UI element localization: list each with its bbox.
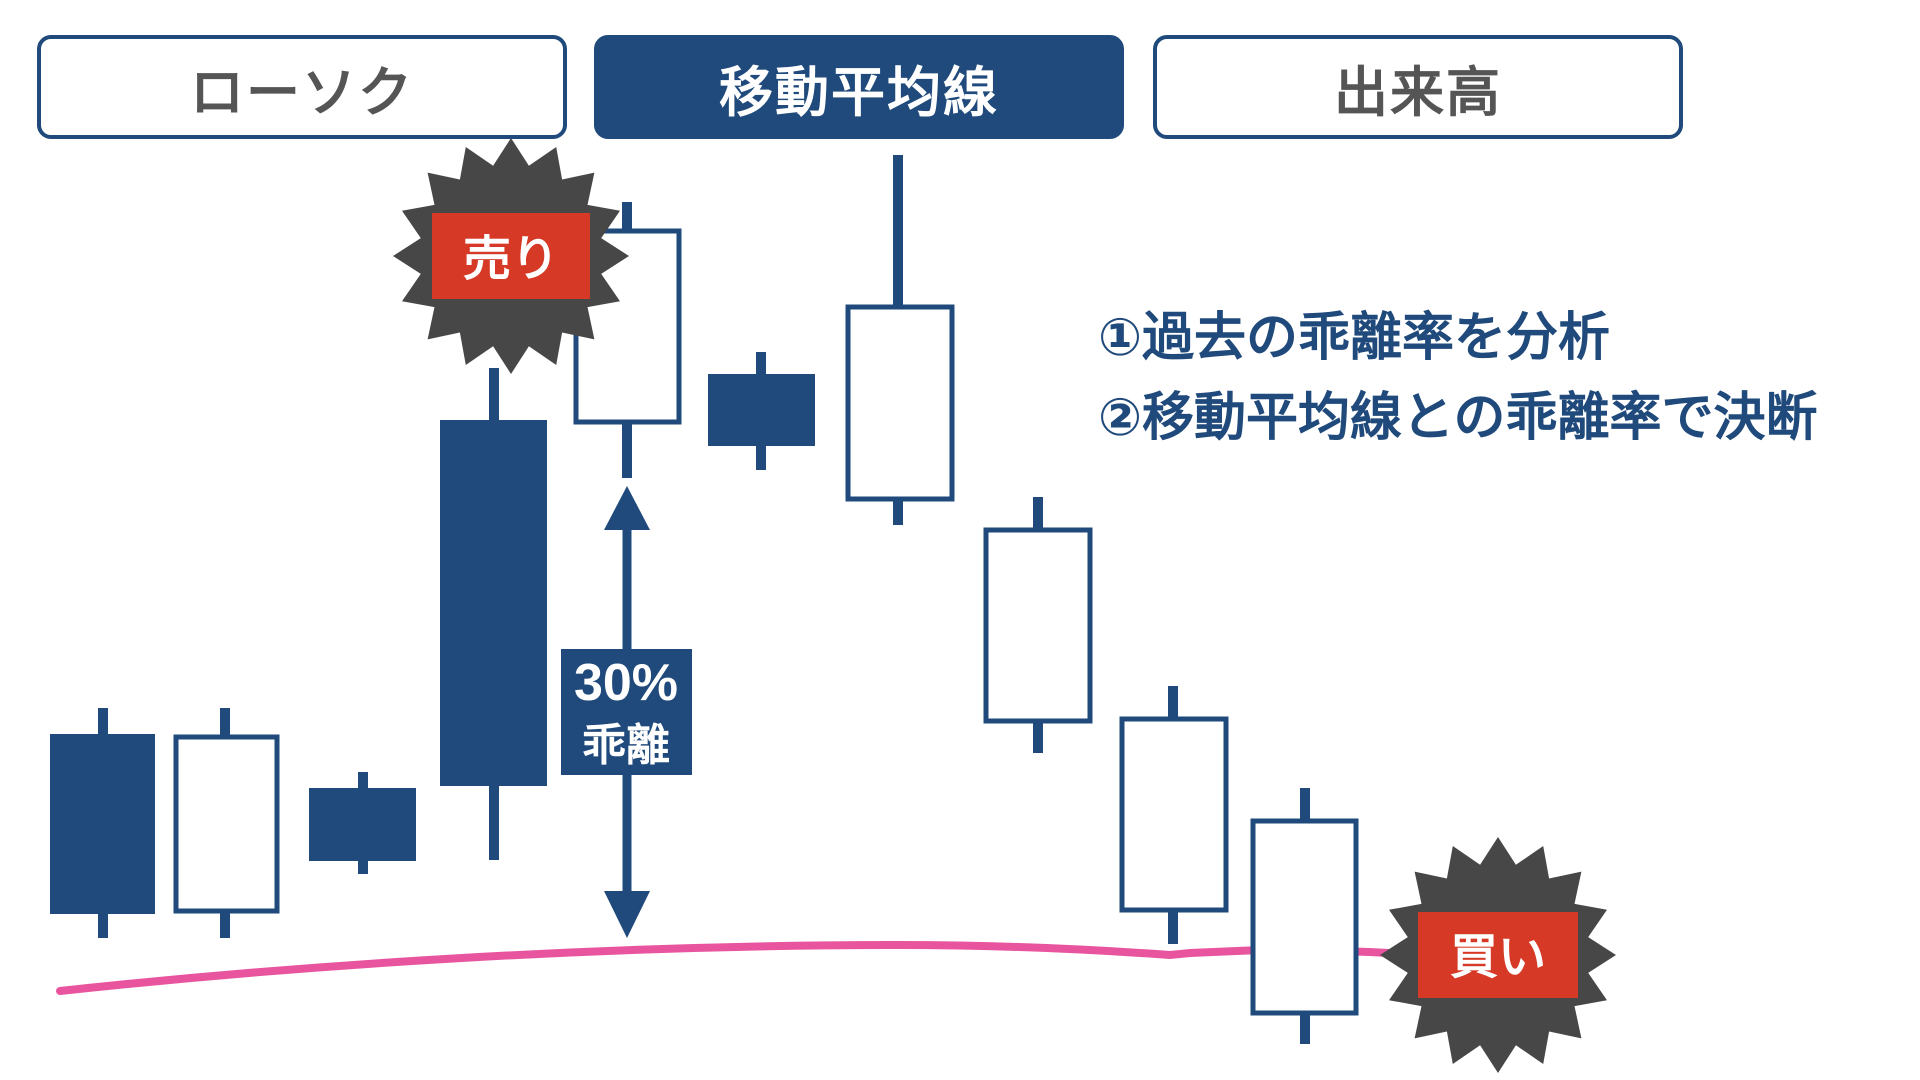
note-2: ②移動平均線との乖離率で決断	[1098, 388, 1818, 448]
candle-body	[1250, 818, 1359, 1016]
deviation-text: 乖離	[582, 720, 670, 771]
candle-2	[173, 708, 280, 938]
tab-candlestick-label: ローソク	[190, 60, 414, 124]
analysis-notes: ①過去の乖離率を分析 ②移動平均線との乖離率で決断	[1098, 298, 1818, 458]
tab-volume[interactable]: 出来高	[1153, 35, 1683, 139]
tab-moving-average[interactable]: 移動平均線	[594, 35, 1124, 139]
candle-10	[1250, 788, 1359, 1044]
sell-label-box	[432, 213, 590, 299]
candle-body	[1119, 716, 1229, 913]
candle-7	[845, 155, 955, 525]
candle-6	[708, 352, 815, 470]
tab-volume-label: 出来高	[1334, 60, 1502, 124]
moving-average-line	[56, 940, 1424, 995]
candle-3	[309, 772, 416, 874]
arrow-up-head	[604, 486, 650, 530]
sell-signal-badge: 売り	[393, 138, 629, 374]
buy-signal-badge: 買い	[1380, 837, 1616, 1073]
deviation-label: 30% 乖離	[561, 649, 692, 775]
candle-body	[708, 374, 815, 446]
candle-8	[983, 497, 1093, 753]
candle-body	[50, 734, 155, 914]
candle-9	[1119, 686, 1229, 944]
tab-candlestick[interactable]: ローソク	[37, 35, 567, 139]
candle-body	[440, 420, 547, 786]
candle-body	[845, 304, 955, 502]
tab-moving-average-label: 移動平均線	[719, 60, 999, 124]
sell-label: 売り	[463, 231, 559, 287]
candle-4	[440, 368, 547, 860]
buy-label-box	[1418, 912, 1578, 998]
buy-label: 買い	[1450, 929, 1546, 985]
candle-1	[50, 708, 155, 938]
note-1: ①過去の乖離率を分析	[1098, 308, 1611, 368]
candle-body	[983, 527, 1093, 724]
deviation-percent: 30%	[574, 654, 678, 712]
candle-body	[173, 734, 280, 914]
arrow-down-head	[604, 891, 650, 938]
candle-body	[309, 788, 416, 861]
deviation-label-box	[561, 649, 692, 775]
